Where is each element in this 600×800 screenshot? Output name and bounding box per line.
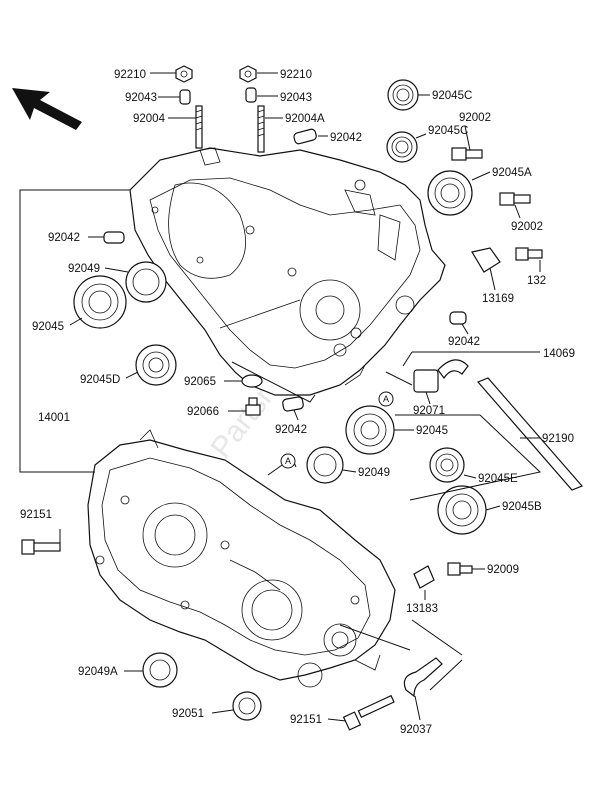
hose-92190 (476, 377, 584, 491)
label-92210-right: 92210 (280, 69, 312, 81)
leader-lines (19, 72, 542, 722)
bearing-92045A (427, 170, 473, 216)
svg-text:A: A (383, 394, 389, 404)
bracket-92037 (403, 657, 443, 698)
label-92045A: 92045A (492, 167, 532, 179)
nut-92210-left (175, 65, 193, 83)
label-92045-mid: 92045 (416, 425, 448, 437)
stud-92004 (195, 105, 203, 149)
upper-crankcase (129, 147, 446, 396)
bracket-13183 (413, 565, 435, 589)
label-92042-low: 92042 (275, 424, 307, 436)
bearing-92045C-top (387, 79, 419, 111)
bearing-92045-upper (73, 275, 127, 329)
label-92049A: 92049A (78, 666, 118, 678)
screw-92009 (447, 562, 473, 576)
bolt-92002-lower (499, 192, 531, 206)
bearing-92045B (437, 485, 487, 535)
bolt-132 (515, 247, 543, 261)
label-92004: 92004 (133, 113, 166, 125)
bolt-92002-upper (451, 147, 483, 161)
part-number-labels: 92210 92210 92043 92043 92004 92004A 920… (20, 69, 575, 736)
label-14069: 14069 (543, 348, 575, 360)
plug-92066 (245, 397, 261, 416)
bearing-92045E (429, 447, 465, 483)
label-92045D: 92045D (80, 374, 120, 386)
stud-92004A (257, 105, 265, 153)
label-92190: 92190 (542, 433, 574, 445)
label-92071: 92071 (413, 405, 445, 417)
label-92210-left: 92210 (114, 69, 146, 81)
label-92042-mid: 92042 (448, 336, 480, 348)
label-92066: 92066 (187, 406, 219, 418)
washer-92065 (241, 374, 263, 388)
label-92151-left: 92151 (20, 509, 52, 521)
dowel-92043-left (179, 89, 191, 105)
label-92045C-top: 92045C (432, 90, 472, 102)
lower-crankcase (87, 429, 396, 688)
label-13183: 13183 (406, 603, 438, 615)
label-92065: 92065 (184, 376, 216, 388)
label-92004A: 92004A (285, 113, 325, 125)
dowel-92043-right (245, 87, 257, 103)
label-132: 132 (527, 275, 546, 287)
label-92045B: 92045B (502, 501, 542, 513)
bolt-92151-low (342, 694, 395, 731)
bearing-92045C-second (386, 131, 418, 163)
svg-text:A: A (285, 456, 291, 466)
label-92002-lower: 92002 (511, 221, 543, 233)
dowel-92042-top (293, 128, 317, 145)
label-92037: 92037 (400, 724, 432, 736)
label-92045-upper: 92045 (32, 321, 64, 333)
label-92051: 92051 (172, 708, 204, 720)
seal-92049-mid (306, 446, 344, 484)
bolt-92151-left (21, 539, 61, 555)
bearing-92045D (135, 344, 177, 386)
label-92042-top: 92042 (330, 132, 362, 144)
label-92002-upper: 92002 (459, 112, 491, 124)
bearing-92045-mid (345, 405, 395, 455)
seal-92051 (232, 691, 262, 721)
seal-92049A (142, 652, 178, 688)
fitting-92071 (413, 359, 469, 393)
label-92049-mid: 92049 (358, 467, 390, 479)
seal-92049-upper (125, 261, 167, 303)
dowel-92042-left (103, 231, 125, 244)
label-92043-right: 92043 (280, 92, 312, 104)
label-92151-low: 92151 (290, 714, 322, 726)
dowel-92042-mid (449, 311, 467, 325)
marker-a-lower: A (280, 453, 296, 469)
dowel-92042-low (282, 396, 304, 412)
label-13169: 13169 (482, 293, 514, 305)
label-92049-upper: 92049 (68, 263, 100, 275)
bracket-13169 (471, 247, 501, 273)
label-92045E: 92045E (478, 473, 518, 485)
label-92045C-second: 92045C (428, 125, 468, 137)
marker-a-upper: A (378, 391, 394, 407)
front-direction-arrow-icon (12, 88, 82, 130)
label-92009: 92009 (487, 564, 519, 576)
nut-92210-right (239, 65, 257, 83)
label-92043-left: 92043 (125, 92, 157, 104)
label-92042-left: 92042 (48, 232, 80, 244)
label-14001: 14001 (38, 412, 70, 424)
